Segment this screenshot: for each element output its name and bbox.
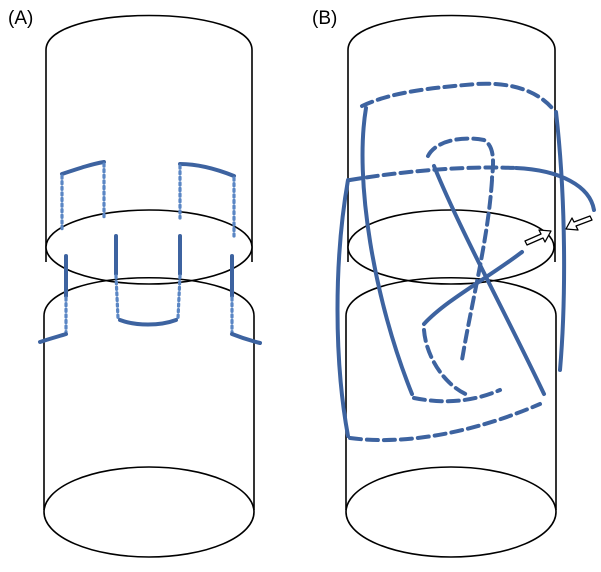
panel-b-upper-segment [347,14,556,285]
panel-a-top-rim [45,14,253,51]
panel-a-upper-segment [45,14,253,285]
panel-b-suture-left-side [335,178,350,438]
panel-a-suture-bottom-right [230,332,262,345]
panel-b-sutures [335,81,596,443]
panel-b-suture-inner-drop [460,178,494,362]
panel-a-suture-hidden-6 [176,274,182,320]
panel-b-suture-cross [422,250,524,326]
panel-a-upper-cut-face [45,209,253,285]
panel-b-suture-inner-loop [426,136,495,180]
panel-b-lower-segment [345,276,557,558]
panel-a-bottom-face [43,466,255,558]
panel-b-lower-cut-rim [345,276,557,317]
panel-a: (A) [8,8,262,558]
panel-b-suture-lower-link [412,388,502,404]
panel-b-suture-upper-band-end [514,166,596,212]
open-arrow-icon [524,229,552,246]
panel-a-lower-cut-rim [43,276,255,317]
panel-a-lower-segment [43,276,255,558]
panel-b-top-rim [347,14,556,51]
panel-a-suture-bottom-mid [118,318,178,327]
panel-b-suture-upper-band [348,165,518,182]
open-arrow-icon [565,215,593,231]
panel-a-label: (A) [8,8,33,29]
panel-b-label: (B) [312,8,337,29]
panel-b-suture-lower-curve [422,328,472,398]
panel-b-upper-cut-face [347,209,555,285]
panel-a-suture-top-left [60,160,106,176]
panel-b: (B) [312,8,596,558]
panel-b-arrows [524,215,593,246]
panel-b-suture-lower-band [348,402,542,443]
panel-a-suture-bottom-left [38,332,68,344]
panel-b-suture-right-side [554,110,567,372]
panel-b-suture-long-left [360,106,414,396]
panel-a-suture-hidden-5 [114,274,120,320]
panel-b-suture-top-loop [360,81,554,110]
panel-a-sutures [38,160,262,345]
panel-a-suture-top-right [178,162,236,178]
panel-b-bottom-face [345,466,557,558]
